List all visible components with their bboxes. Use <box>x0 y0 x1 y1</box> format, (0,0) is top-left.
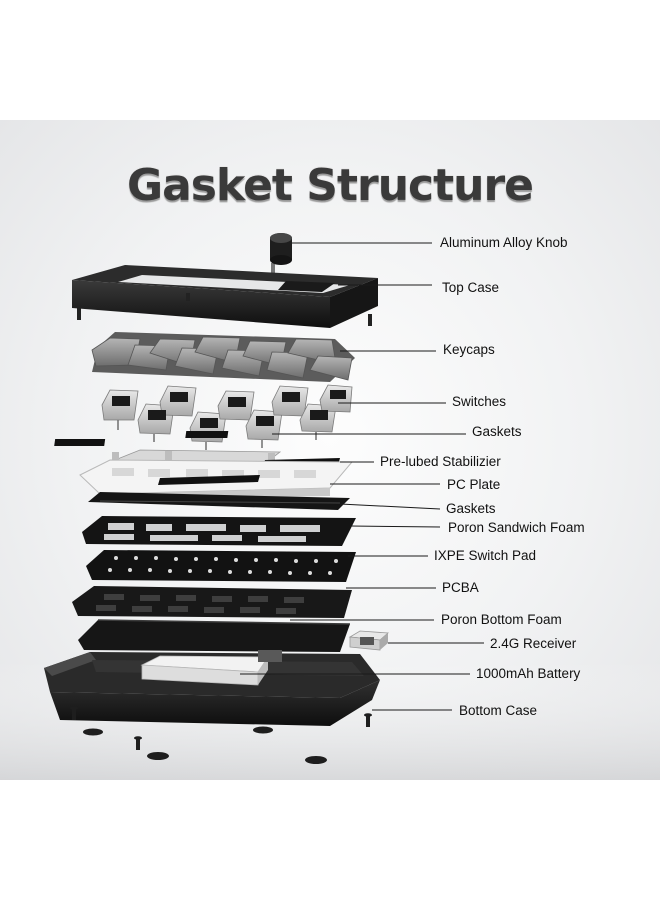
switches-part <box>101 384 353 450</box>
screws-and-feet <box>70 706 372 764</box>
receiver-part <box>348 630 389 651</box>
bottom-case-part <box>44 650 380 726</box>
label-ixpe-switch-pad: IXPE Switch Pad <box>434 548 537 563</box>
label-switches: Switches <box>452 394 507 409</box>
diagram-panel: Gasket Structure <box>0 120 660 780</box>
ixpe-switch-pad-part <box>86 550 356 582</box>
gaskets-upper-part <box>54 431 229 446</box>
label-gaskets-upper: Gaskets <box>472 424 522 439</box>
label-bottom-case: Bottom Case <box>459 703 538 718</box>
top-case-part <box>72 265 378 328</box>
gaskets-lower-part <box>88 492 350 510</box>
diagram-title: Gasket Structure <box>127 160 534 211</box>
label-pc-plate: PC Plate <box>447 477 501 492</box>
keycaps-part <box>91 332 355 382</box>
label-aluminum-alloy-knob: Aluminum Alloy Knob <box>440 235 568 250</box>
label-stabilizer: Pre-lubed Stabilizier <box>380 454 501 469</box>
label-battery: 1000mAh Battery <box>476 666 581 681</box>
poron-bottom-foam-part <box>78 619 351 652</box>
label-top-case: Top Case <box>442 280 500 295</box>
label-receiver: 2.4G Receiver <box>490 636 577 651</box>
label-gaskets-lower: Gaskets <box>446 501 496 516</box>
pcba-part <box>72 586 352 618</box>
exploded-keyboard-illustration <box>0 233 660 780</box>
battery-part <box>140 655 269 686</box>
label-poron-bottom-foam: Poron Bottom Foam <box>441 612 562 627</box>
label-keycaps: Keycaps <box>443 342 495 357</box>
label-pcba: PCBA <box>442 580 479 595</box>
leader-lines <box>240 242 484 711</box>
label-poron-sandwich-foam: Poron Sandwich Foam <box>448 520 585 535</box>
poron-sandwich-foam-part <box>82 516 356 546</box>
